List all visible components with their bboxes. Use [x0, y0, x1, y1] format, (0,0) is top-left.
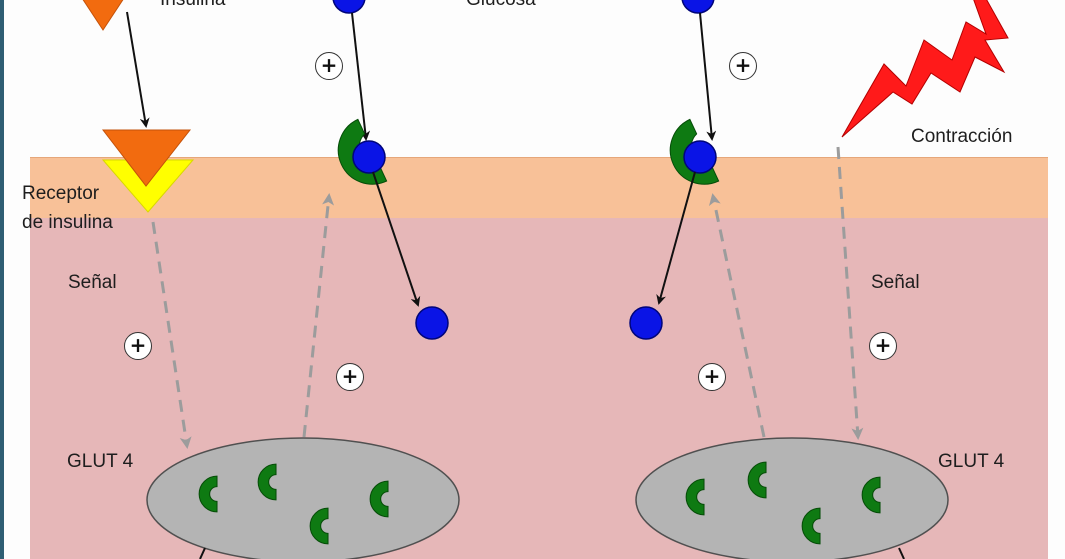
- insulin-label: Insulina: [160, 0, 226, 11]
- bottom-arrow: [199, 547, 206, 559]
- glut4-transporter-icon: [198, 475, 218, 513]
- glut4-transporter-group-right: [685, 461, 881, 545]
- contraction-signal-arrow: [836, 146, 864, 440]
- glut4-transporter-icon: [801, 507, 821, 545]
- contraction-label: Contracción: [911, 126, 1013, 147]
- plus-sign-icon: +: [698, 363, 726, 391]
- glut4-transporter-icon: [685, 478, 705, 516]
- lightning-bolt-icon: [841, 0, 1009, 138]
- glucose-molecule-icon: [629, 306, 663, 340]
- plus-sign-icon: +: [869, 332, 897, 360]
- glucose-entry-arrow: [351, 12, 371, 141]
- glut4-label-right: GLUT 4: [938, 451, 1005, 472]
- plus-sign-icon: +: [336, 363, 364, 391]
- glucose-entry-arrow: [699, 12, 717, 141]
- vesicle-icon: [635, 437, 949, 559]
- glucose-uptake-arrow: [372, 171, 421, 307]
- glut4-label-left: GLUT 4: [67, 451, 134, 472]
- insulin-binding-arrow: [126, 11, 150, 128]
- receptor-label-line1: Receptor: [22, 183, 100, 204]
- glut4-transporter-icon: [309, 507, 329, 545]
- insulin-signal-arrow: [151, 221, 192, 449]
- plus-sign-icon: +: [315, 52, 343, 80]
- bottom-arrow: [898, 547, 905, 559]
- frame-border: [0, 0, 4, 559]
- signal-label-left: Señal: [68, 272, 117, 293]
- glucose-molecule-icon: [332, 0, 366, 14]
- signal-label-right: Señal: [871, 272, 920, 293]
- cell-membrane: [30, 157, 1048, 219]
- glut4-transporter-icon: [257, 463, 277, 501]
- glut4-translocation-arrow: [302, 193, 335, 438]
- plus-sign-icon: +: [124, 332, 152, 360]
- glucose-molecule-icon: [681, 0, 715, 14]
- glucose-label: Glucosa: [466, 0, 536, 11]
- glucose-molecule-icon: [352, 140, 386, 174]
- glut4-transporter-icon: [747, 461, 767, 499]
- glut4-translocation-arrow: [708, 193, 766, 438]
- glut4-transporter-icon: [861, 476, 881, 514]
- glucose-molecule-icon: [415, 306, 449, 340]
- glut4-transporter-group-left: [198, 463, 389, 545]
- receptor-label-line2: de insulina: [22, 212, 113, 233]
- insulin-triangle-icon: [82, 0, 124, 31]
- vesicle-icon: [146, 437, 460, 559]
- glucose-molecule-icon: [683, 140, 717, 174]
- bound-insulin-icon: [101, 129, 192, 187]
- glucose-uptake-arrow: [656, 171, 696, 305]
- glut4-transporter-icon: [369, 480, 389, 518]
- plus-sign-icon: +: [729, 52, 757, 80]
